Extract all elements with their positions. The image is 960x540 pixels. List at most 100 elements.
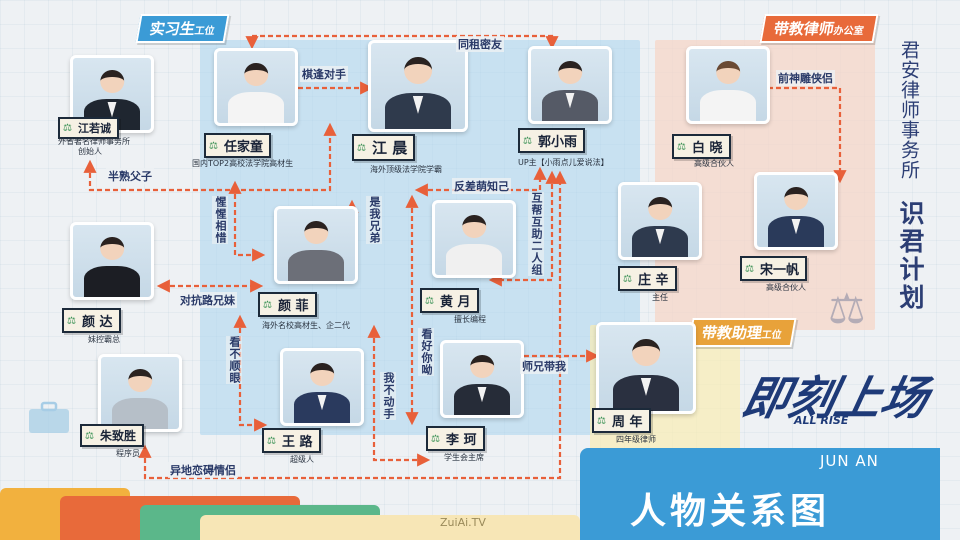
name-jiang-ruocheng: ⚖江若诚 xyxy=(58,117,119,139)
name-wang-lu: ⚖王 路 xyxy=(262,428,321,453)
card-li-ke[interactable] xyxy=(440,340,524,418)
name-li-ke: ⚖李 珂 xyxy=(426,426,485,451)
briefcase-icon xyxy=(29,401,69,433)
desc-yan-fei: 海外名校高材生、企二代 xyxy=(262,321,350,330)
lawyer-badge-icon: ⚖ xyxy=(677,141,686,152)
name-bai-xiao: ⚖白 晓 xyxy=(672,134,731,159)
portrait-zhou-nian xyxy=(613,335,679,411)
name-ren-jiatong: ⚖任家童 xyxy=(204,133,272,158)
desc-huang-yue: 擅长编程 xyxy=(454,315,486,324)
name-yan-fei: ⚖颜 菲 xyxy=(258,292,317,317)
card-zhuang-xin[interactable] xyxy=(618,182,702,260)
rel-shixiong: 师兄带我 xyxy=(520,358,568,374)
card-zhou-nian[interactable] xyxy=(596,322,696,414)
desc-ren-jiatong: 国内TOP2高校法学院高材生 xyxy=(192,159,294,168)
folder-tab-cream xyxy=(200,515,580,540)
plan-title: 识君计划 xyxy=(896,200,925,312)
rel-qifeng: 棋逢对手 xyxy=(300,66,348,82)
name-zhu-zhisheng: ⚖朱致胜 xyxy=(80,424,145,447)
desc-jiang-ruocheng-1: 外省著名律师事务所 xyxy=(58,137,130,146)
rel-duikang: 对抗路兄妹 xyxy=(178,292,237,308)
lawyer-badge-icon: ⚖ xyxy=(85,430,94,441)
name-song-yifan: ⚖宋一帆 xyxy=(740,256,808,281)
portrait-yan-da xyxy=(84,233,140,297)
card-guo-xiaoyu[interactable] xyxy=(528,46,612,124)
card-bai-xiao[interactable] xyxy=(686,46,770,124)
mentor-tab-label: 带教律师 xyxy=(772,20,836,38)
rel-shiwo: 是我兄弟 xyxy=(366,196,382,244)
desc-jiang-chen: 海外顶级法学院学霸 xyxy=(370,165,442,174)
lawyer-badge-icon: ⚖ xyxy=(357,142,366,153)
lawyer-badge-icon: ⚖ xyxy=(425,295,434,306)
name-guo-xiaoyu: ⚖郭小雨 xyxy=(518,128,586,153)
card-jiang-chen[interactable] xyxy=(368,40,468,132)
lawyer-badge-icon: ⚖ xyxy=(63,122,72,134)
assistant-tab: 带教助理工位 xyxy=(687,318,797,347)
rel-huban: 互帮互助二人组 xyxy=(528,192,544,276)
portrait-zhuang-xin xyxy=(632,193,688,257)
desc-jiang-ruocheng-2: 创始人 xyxy=(78,147,102,156)
firm-name: 君安律师事务所 xyxy=(898,40,920,180)
intern-tab-small: 工位 xyxy=(193,26,216,37)
name-zhuang-xin: ⚖庄 辛 xyxy=(618,266,677,291)
rel-tongzu: 同租密友 xyxy=(456,36,504,52)
rel-qianshen: 前神雕侠侣 xyxy=(776,70,835,86)
assistant-tab-small: 工位 xyxy=(760,330,783,341)
card-wang-lu[interactable] xyxy=(280,348,364,426)
portrait-guo-xiaoyu xyxy=(542,57,598,121)
rel-kanbushun: 看不顺眼 xyxy=(226,336,242,384)
jun-an-label: JUN AN xyxy=(820,452,879,470)
card-zhu-zhisheng[interactable] xyxy=(98,354,182,432)
scale-icon: ⚖ xyxy=(828,284,866,333)
portrait-wang-lu xyxy=(294,359,350,423)
portrait-song-yifan xyxy=(768,183,824,247)
portrait-li-ke xyxy=(454,351,510,415)
desc-li-ke: 学生会主席 xyxy=(444,453,484,462)
lawyer-badge-icon: ⚖ xyxy=(523,135,532,146)
lawyer-badge-icon: ⚖ xyxy=(623,273,632,284)
name-huang-yue: ⚖黄 月 xyxy=(420,288,479,313)
portrait-zhu-zhisheng xyxy=(112,365,168,429)
portrait-yan-fei xyxy=(288,217,344,281)
desc-zhu-zhisheng: 程序员 xyxy=(116,449,140,458)
mentor-tab: 带教律师办公室 xyxy=(759,14,879,43)
card-yan-fei[interactable] xyxy=(274,206,358,284)
rel-wobudong: 我不动手 xyxy=(380,372,396,420)
rel-kanhao: 看好你呦 xyxy=(418,328,434,376)
desc-song-yifan: 高级合伙人 xyxy=(766,283,806,292)
lawyer-badge-icon: ⚖ xyxy=(263,299,272,310)
show-subtitle: ALL RISE xyxy=(794,414,849,427)
folder-tab-blue xyxy=(580,448,940,540)
card-ren-jiatong[interactable] xyxy=(214,48,298,126)
portrait-bai-xiao xyxy=(700,57,756,121)
rel-banshu: 半熟父子 xyxy=(106,168,154,184)
card-huang-yue[interactable] xyxy=(432,200,516,278)
intern-tab-label: 实习生 xyxy=(148,20,197,38)
portrait-jiang-chen xyxy=(385,53,451,129)
desc-guo-xiaoyu: UP主【小雨点儿爱说法】 xyxy=(518,158,609,167)
rel-xingxing: 惺惺相惜 xyxy=(212,196,228,244)
rel-fancha: 反差萌知己 xyxy=(452,178,511,194)
assistant-tab-label: 带教助理 xyxy=(700,324,764,342)
mentor-tab-small: 办公室 xyxy=(832,26,865,37)
name-yan-da: ⚖颜 达 xyxy=(62,308,121,333)
rel-yidi: 异地恋碍情侣 xyxy=(168,462,238,478)
desc-bai-xiao: 高级合伙人 xyxy=(694,159,734,168)
card-song-yifan[interactable] xyxy=(754,172,838,250)
portrait-huang-yue xyxy=(446,211,502,275)
desc-wang-lu: 超级人 xyxy=(290,455,314,464)
lawyer-badge-icon: ⚖ xyxy=(745,263,754,274)
lawyer-badge-icon: ⚖ xyxy=(597,415,606,426)
card-yan-da[interactable] xyxy=(70,222,154,300)
lawyer-badge-icon: ⚖ xyxy=(431,433,440,444)
desc-yan-da: 妹控霸总 xyxy=(88,335,120,344)
lawyer-badge-icon: ⚖ xyxy=(209,140,218,151)
lawyer-badge-icon: ⚖ xyxy=(67,315,76,326)
portrait-ren-jiatong xyxy=(228,59,284,123)
desc-zhuang-xin: 主任 xyxy=(652,293,668,302)
name-jiang-chen: ⚖江 晨 xyxy=(352,134,416,161)
watermark: ZuiAi.TV xyxy=(440,516,486,529)
desc-zhou-nian: 四年级律师 xyxy=(616,435,656,444)
lawyer-badge-icon: ⚖ xyxy=(267,435,276,446)
name-zhou-nian: ⚖周 年 xyxy=(592,408,651,433)
